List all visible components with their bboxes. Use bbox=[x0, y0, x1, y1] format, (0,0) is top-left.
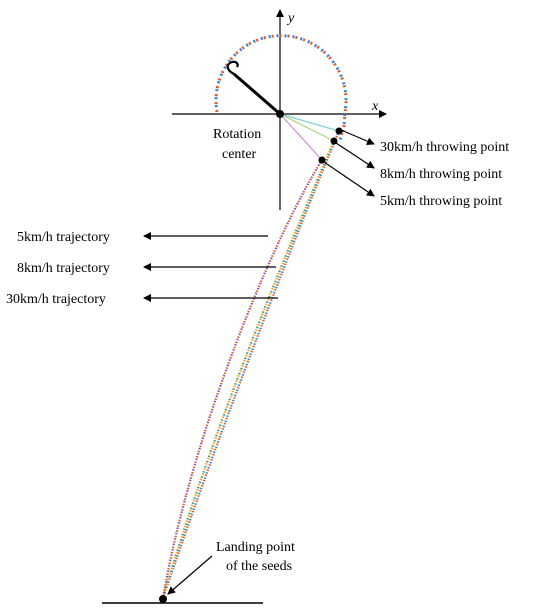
trajectory-8kmh-b bbox=[161, 140, 336, 599]
rotation-circle-arc-a bbox=[214, 34, 348, 141]
landing-point-label-line1: Landing point bbox=[216, 540, 295, 555]
trajectory-30kmh-b bbox=[161, 130, 341, 599]
landing-point-label-line2: of the seeds bbox=[226, 559, 292, 574]
rotation-center-dot bbox=[276, 110, 284, 118]
traj-5kmh-label: 5km/h trajectory bbox=[17, 230, 110, 245]
y-axis-label: y bbox=[286, 11, 295, 26]
coordinate-axes: x y bbox=[172, 9, 387, 210]
trajectory-8kmh-a bbox=[161, 140, 336, 599]
rotation-center-label-line2: center bbox=[222, 147, 257, 162]
traj-30kmh-label: 30km/h trajectory bbox=[6, 292, 106, 307]
throw-point-5kmh bbox=[318, 156, 326, 164]
throwing-points bbox=[318, 127, 343, 164]
throw-point-30kmh bbox=[335, 127, 343, 135]
traj-8kmh-label: 8km/h trajectory bbox=[17, 261, 110, 276]
throw-point-arrows bbox=[323, 129, 375, 197]
throw-5kmh-label: 5km/h throwing point bbox=[380, 194, 502, 209]
landing-point-dot bbox=[159, 595, 167, 603]
trajectory-arrows bbox=[143, 232, 278, 302]
throwing-arm bbox=[226, 60, 281, 116]
x-axis-label: x bbox=[371, 99, 379, 114]
spoke-30kmh bbox=[279, 113, 340, 132]
rotation-center-label-line1: Rotation bbox=[213, 127, 261, 142]
throw-8kmh-label: 8km/h throwing point bbox=[380, 167, 502, 182]
arrow-throw-30kmh bbox=[340, 129, 375, 145]
throw-30kmh-label: 30km/h throwing point bbox=[380, 140, 509, 155]
throw-point-8kmh bbox=[330, 137, 338, 145]
throw-spokes bbox=[279, 113, 340, 161]
arm-rod bbox=[233, 72, 281, 116]
spoke-8kmh bbox=[279, 113, 335, 142]
arm-hook bbox=[226, 60, 239, 75]
rotation-circle bbox=[214, 34, 348, 141]
trajectory-5kmh-a bbox=[161, 159, 323, 599]
trajectories bbox=[161, 130, 341, 599]
rotation-circle-arc-b bbox=[214, 34, 348, 141]
arrow-throw-8kmh bbox=[335, 142, 375, 169]
arrow-landing bbox=[167, 555, 213, 595]
trajectory-5kmh-b bbox=[161, 159, 323, 599]
arrow-throw-5kmh bbox=[323, 161, 375, 197]
spoke-5kmh bbox=[279, 113, 323, 161]
trajectory-30kmh-a bbox=[161, 130, 341, 599]
